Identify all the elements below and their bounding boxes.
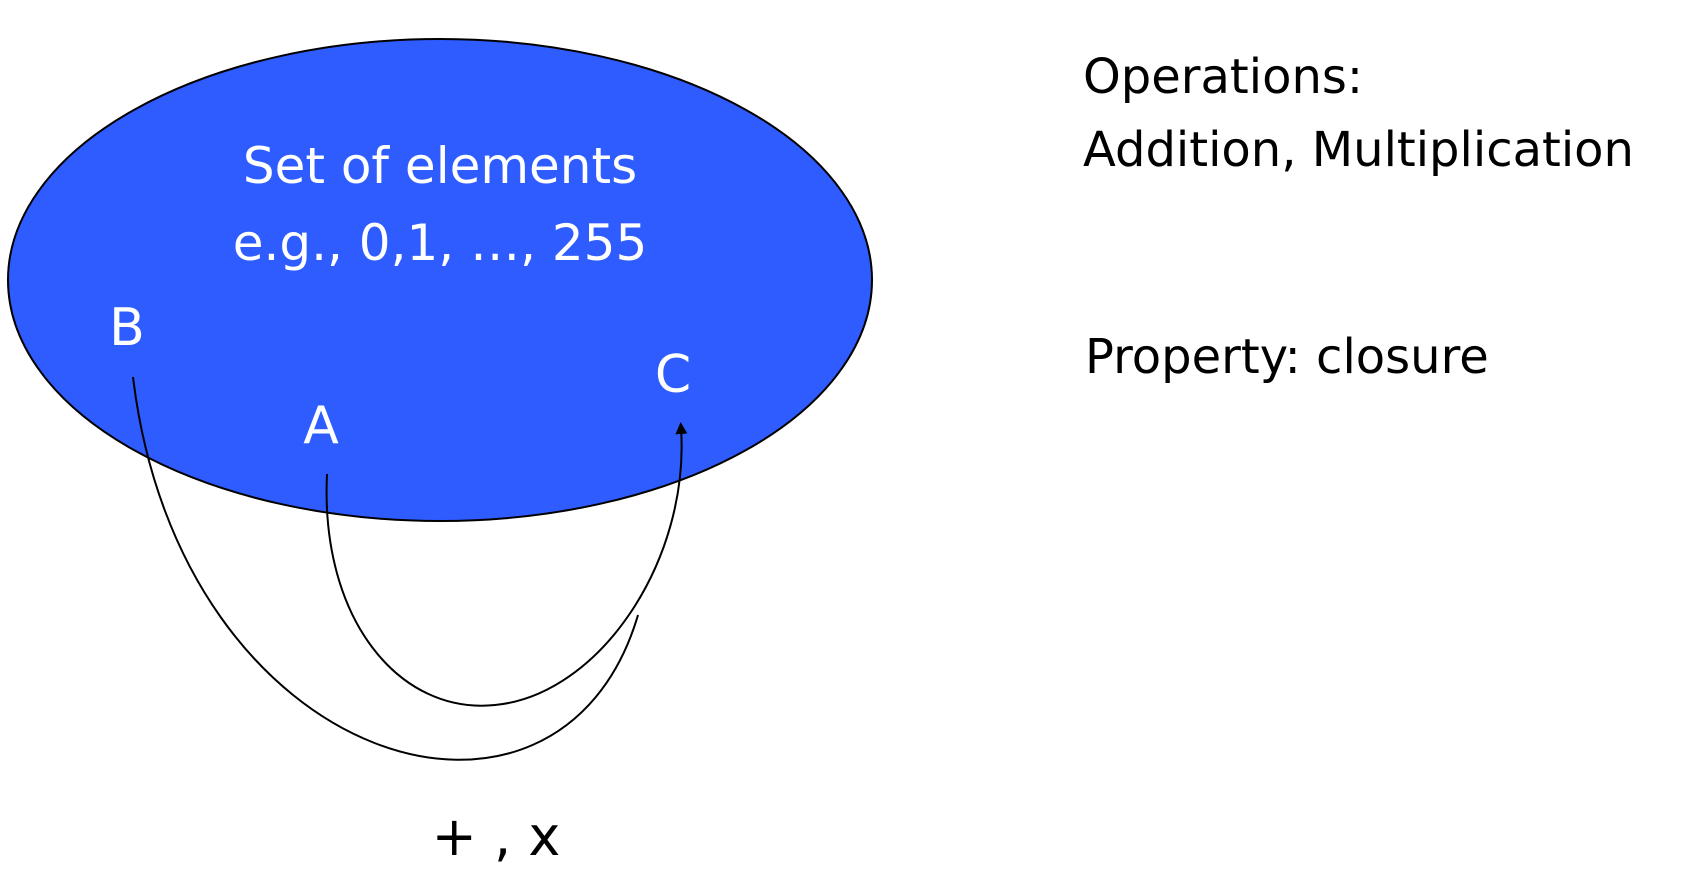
element-a-label: A [303, 396, 339, 456]
property-text: Property: closure [1085, 329, 1489, 385]
operators-label: + , x [432, 805, 561, 868]
element-b-label: B [109, 298, 145, 358]
operations-list: Addition, Multiplication [1083, 122, 1634, 178]
arc-a-to-c [325, 422, 688, 707]
set-example: e.g., 0,1, …, 255 [233, 214, 648, 272]
set-title: Set of elements [243, 137, 637, 195]
set-ellipse [7, 38, 873, 522]
arc-b-to-c [132, 376, 639, 761]
element-c-label: C [655, 345, 691, 405]
operations-heading: Operations: [1083, 49, 1364, 105]
